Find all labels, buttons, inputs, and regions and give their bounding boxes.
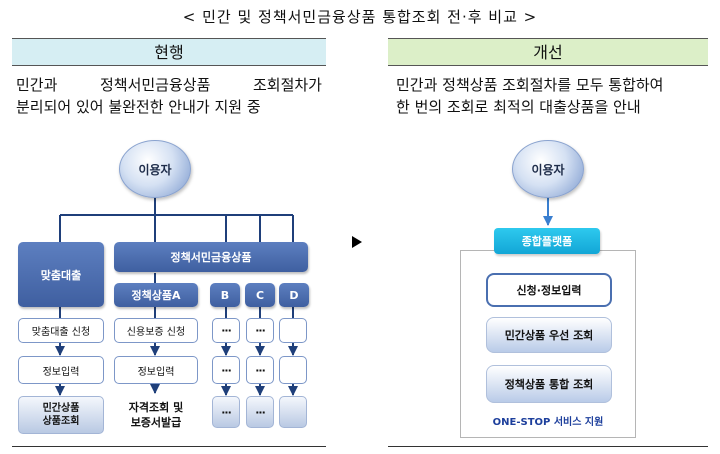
user-circle-current: 이용자 — [119, 140, 191, 198]
current-heading: 현행 — [12, 38, 326, 66]
current-description: 민간과 정책서민금융상품 조회절차가 분리되어 있어 불완전한 안내가 지원 중 — [16, 74, 322, 118]
user-circle-improved: 이용자 — [512, 140, 584, 198]
policy-products-box: 정책서민금융상품 — [114, 242, 308, 272]
improved-description: 민간과 정책상품 조회절차를 모두 통합하여 한 번의 조회로 최적의 대출상품… — [396, 74, 696, 118]
policy-product-d-box: D — [279, 283, 309, 307]
page-title: < 민간 및 정책서민금융상품 통합조회 전·후 비교 > — [182, 8, 538, 26]
current-desc-word: 민간과 — [16, 76, 58, 94]
right-bottom-rule — [388, 446, 708, 447]
product-d-step1 — [279, 318, 307, 343]
policy-integrated-lookup-step: 정책상품 통합 조회 — [486, 365, 612, 403]
custom-loan-info-step: 정보입력 — [18, 356, 104, 384]
integrated-platform-box: 종합플랫폼 — [494, 228, 600, 254]
eligibility-guarantee-result: 자격조회 및 보증서발급 — [128, 401, 184, 429]
custom-loan-apply-step: 맞춤대출 신청 — [18, 318, 104, 343]
current-desc-line2: 분리되어 있어 불완전한 안내가 지원 중 — [16, 98, 261, 116]
improved-heading: 개선 — [388, 38, 708, 66]
credit-guarantee-apply-step: 신용보증 신청 — [114, 318, 198, 343]
product-d-step2 — [279, 356, 307, 384]
current-desc-word: 정책서민금융상품 — [99, 76, 211, 94]
product-b-result: ··· — [212, 396, 240, 428]
one-stop-service-label: ONE-STOP 서비스 지원 — [492, 417, 604, 428]
private-product-lookup-result: 민간상품 상품조회 — [18, 396, 104, 434]
policy-product-b-box: B — [210, 283, 240, 307]
product-c-step1: ··· — [246, 318, 274, 343]
policy-product-a-box: 정책상품A — [114, 283, 198, 307]
left-bottom-rule — [12, 446, 326, 447]
custom-loan-box: 맞춤대출 — [18, 242, 104, 307]
product-c-step2: ··· — [246, 356, 274, 384]
product-c-result: ··· — [246, 396, 274, 428]
improved-desc-line2: 한 번의 조회로 최적의 대출상품을 안내 — [396, 98, 641, 116]
product-b-step1: ··· — [212, 318, 240, 343]
current-desc-word: 조회절차가 — [252, 76, 322, 94]
transition-arrow-icon — [352, 236, 362, 248]
improved-desc-line1: 민간과 정책상품 조회절차를 모두 통합하여 — [396, 76, 664, 94]
policy-product-c-box: C — [245, 283, 275, 307]
product-b-step2: ··· — [212, 356, 240, 384]
product-d-result — [279, 396, 307, 428]
policy-a-info-step: 정보입력 — [114, 356, 198, 384]
apply-info-input-step: 신청·정보입력 — [486, 273, 612, 307]
private-priority-lookup-step: 민간상품 우선 조회 — [486, 317, 612, 353]
